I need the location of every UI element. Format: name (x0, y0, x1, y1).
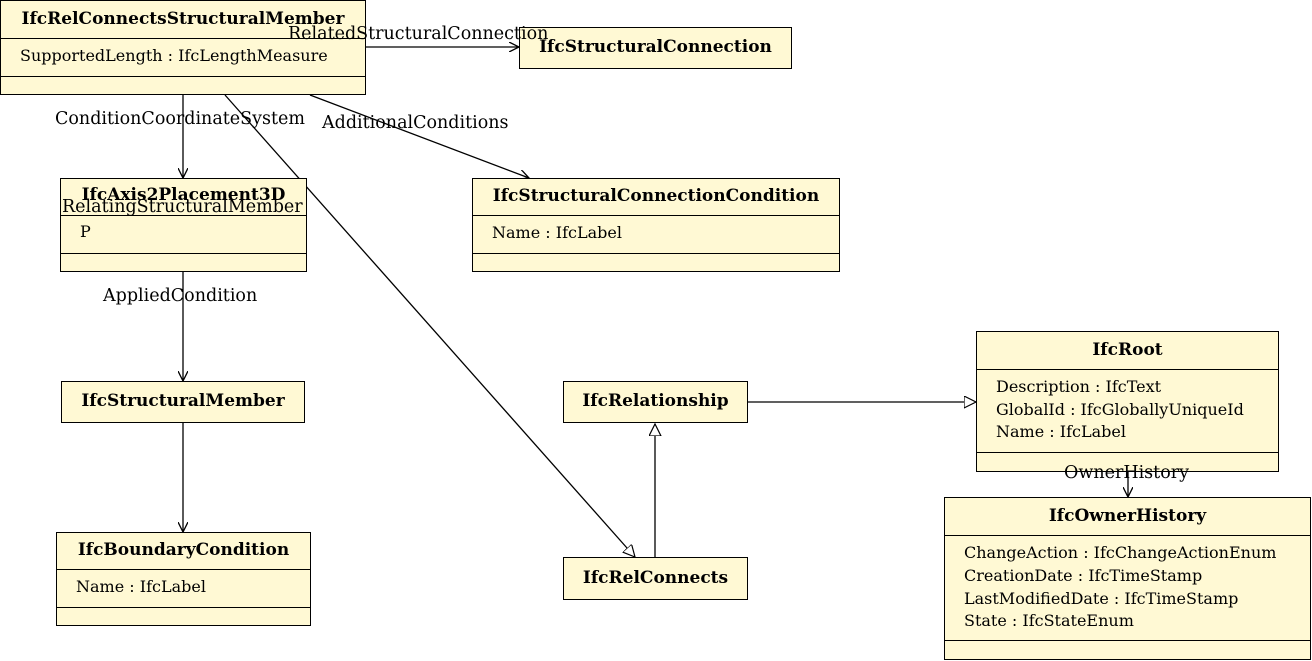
attribute: Name : IfcLabel (76, 577, 206, 596)
attribute: LastModifiedDate : IfcTimeStamp (964, 589, 1239, 608)
class-ifcrelconnects[interactable]: IfcRelConnects (563, 557, 748, 600)
class-name: IfcOwnerHistory (1048, 506, 1207, 526)
separator (945, 640, 1310, 641)
separator (1, 76, 365, 77)
class-ifcroot[interactable]: IfcRoot Description : IfcText GlobalId :… (976, 331, 1279, 472)
attribute: Name : IfcLabel (996, 422, 1126, 441)
attribute: CreationDate : IfcTimeStamp (964, 566, 1203, 585)
class-name: IfcStructuralConnection (539, 37, 772, 57)
class-name: IfcStructuralConnectionCondition (492, 186, 820, 206)
edge-label-relating-structural-member: RelatingStructuralMember (62, 197, 303, 217)
attribute: Name : IfcLabel (492, 223, 622, 242)
class-ifcrelconnectsstructuralmember[interactable]: IfcRelConnectsStructuralMember Supported… (0, 0, 366, 95)
edge-label-owner-history: OwnerHistory (1064, 463, 1189, 483)
class-name: IfcRelConnects (582, 568, 729, 588)
edge-label-applied-condition: AppliedCondition (103, 286, 258, 306)
edge-label-additional-conditions: AdditionalConditions (322, 113, 509, 133)
class-ifcboundarycondition[interactable]: IfcBoundaryCondition Name : IfcLabel (56, 532, 311, 626)
separator (1, 38, 365, 39)
separator (977, 452, 1278, 453)
class-name: IfcBoundaryCondition (77, 540, 290, 560)
edge-label-related-structural-connection: RelatedStructuralConnection (288, 24, 549, 44)
class-name: IfcRelationship (582, 391, 729, 411)
attribute: ChangeAction : IfcChangeActionEnum (964, 543, 1277, 562)
class-ifcstructuralconnection[interactable]: IfcStructuralConnection (519, 27, 792, 69)
class-ifcstructuralmember[interactable]: IfcStructuralMember (61, 381, 305, 423)
attribute: Description : IfcText (996, 377, 1162, 396)
class-name: IfcRoot (1092, 340, 1163, 360)
separator (977, 369, 1278, 370)
separator (57, 569, 310, 570)
edge-label-condition-coordinate-system: ConditionCoordinateSystem (55, 109, 305, 129)
separator (945, 535, 1310, 536)
separator (61, 253, 306, 254)
class-name: IfcStructuralMember (81, 391, 285, 411)
attribute: P (80, 222, 91, 241)
separator (57, 607, 310, 608)
edge-additional-conditions (309, 94, 529, 178)
attribute: State : IfcStateEnum (964, 611, 1134, 630)
class-name: IfcRelConnectsStructuralMember (21, 9, 345, 29)
attribute: SupportedLength : IfcLengthMeasure (20, 46, 328, 65)
edge-generalization-relconnects (224, 94, 635, 557)
separator (61, 215, 306, 216)
class-ifcstructuralconnectioncondition[interactable]: IfcStructuralConnectionCondition Name : … (472, 178, 840, 272)
separator (473, 215, 839, 216)
class-ifcaxis2placement3d[interactable]: IfcAxis2Placement3D P (60, 178, 307, 272)
class-name: IfcAxis2Placement3D (81, 185, 286, 205)
class-ifcownerhistory[interactable]: IfcOwnerHistory ChangeAction : IfcChange… (944, 497, 1311, 660)
class-ifcrelationship[interactable]: IfcRelationship (563, 381, 748, 423)
attribute: GlobalId : IfcGloballyUniqueId (996, 400, 1244, 419)
separator (473, 253, 839, 254)
